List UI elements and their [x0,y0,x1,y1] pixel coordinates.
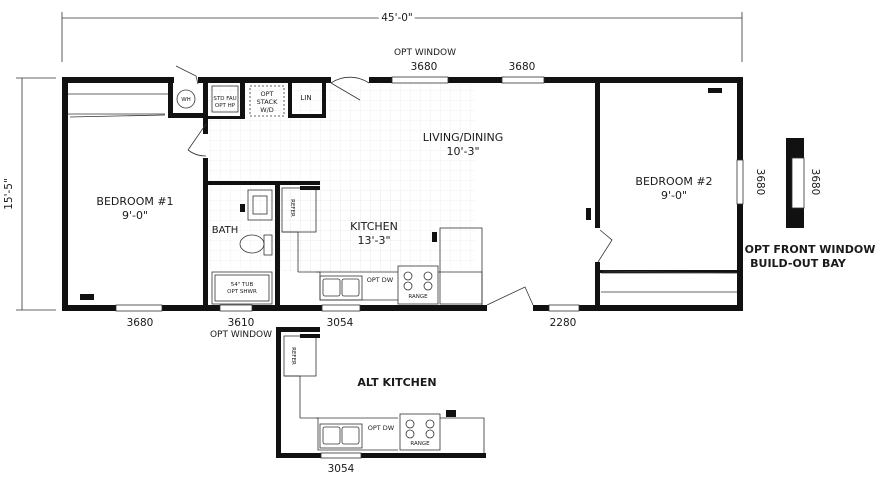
bay-window-label: 3680 [809,169,821,196]
tub-label-2: OPT SHWR [227,289,257,295]
kitchen-counters [281,187,483,305]
bath-fixtures [211,189,273,305]
opt-window-bottom-label: OPT WINDOW [210,330,272,340]
opt-window-top-label: OPT WINDOW [394,48,456,58]
window-bottom4-label: 2280 [550,317,577,329]
bedroom1-name: BEDROOM #1 [96,195,173,208]
alt-kitchen-door-label: 3054 [328,463,355,475]
bedroom2-size: 9'-0" [661,189,687,202]
door-label: 3054 [327,317,354,329]
alt-kitchen-counters [283,335,485,453]
window-right-label: 3680 [754,169,766,196]
overall-width-dimension [61,12,743,62]
bath-towel-bar [240,204,245,212]
bay-annotation-1: OPT FRONT WINDOW [745,243,876,256]
kitchen-range-label: RANGE [408,294,428,300]
kitchen-opt-dw-label: OPT DW [367,276,394,284]
kitchen-pantry-mark [432,232,437,242]
windows [115,76,744,312]
bath-name: BATH [212,225,239,236]
furnace-label-1: STD FAU [213,96,236,102]
water-heater-symbol [176,89,196,109]
alt-kitchen-range-label: RANGE [410,441,430,447]
alt-kitchen-window [320,452,362,459]
bedroom2-mark [708,88,722,93]
bay-window [786,138,805,228]
bay-annotation-2: BUILD-OUT BAY [750,257,847,270]
water-heater-label: WH [181,97,191,103]
bedroom1-floor-mark [80,294,94,300]
water-heater-door [175,65,199,85]
overall-depth-label: 15'-5" [3,178,15,210]
doors [187,76,613,306]
furnace-label-2: OPT HP [215,103,236,109]
bedroom2-name: BEDROOM #2 [635,175,712,188]
overall-width-label: 45'-0" [381,12,413,24]
stack-label-1: OPT [260,90,273,98]
alt-kitchen-opt-dw-label: OPT DW [368,424,395,432]
living-wall-mark [586,208,591,220]
interior-walls [168,77,737,308]
stack-label-2: STACK [257,98,278,106]
living-name: LIVING/DINING [423,131,504,144]
kitchen-size: 13'-3" [357,234,390,247]
window-top1-label: 3680 [411,61,438,73]
stack-label-3: W/D [260,106,274,114]
window-bottom1-label: 3680 [127,317,154,329]
bedroom1-closet [68,93,168,118]
alt-kitchen-walls [276,327,486,458]
window-bottom2-label: 3610 [228,317,255,329]
kitchen-refer-label: REFER [289,199,295,217]
kitchen-name: KITCHEN [350,220,398,233]
tile-floor-kitchen [282,188,402,272]
tub-label-1: 54" TUB [231,282,254,288]
kitchen-refer-black [300,186,320,190]
alt-kitchen-refer-black [300,334,320,338]
window-top2-label: 3680 [509,61,536,73]
bedroom1-size: 9'-0" [122,209,148,222]
alt-kitchen-refer-label: REFER [290,347,296,365]
furnace-box [211,85,239,113]
alt-kitchen-title: ALT KITCHEN [357,376,436,389]
living-size: 10'-3" [446,145,479,158]
stack-washer-dryer-box [249,85,285,117]
overall-depth-dimension [16,77,56,311]
bedroom2-closet [601,270,737,293]
alt-kitchen-mark [446,410,456,417]
linen-label: LIN [300,94,311,102]
